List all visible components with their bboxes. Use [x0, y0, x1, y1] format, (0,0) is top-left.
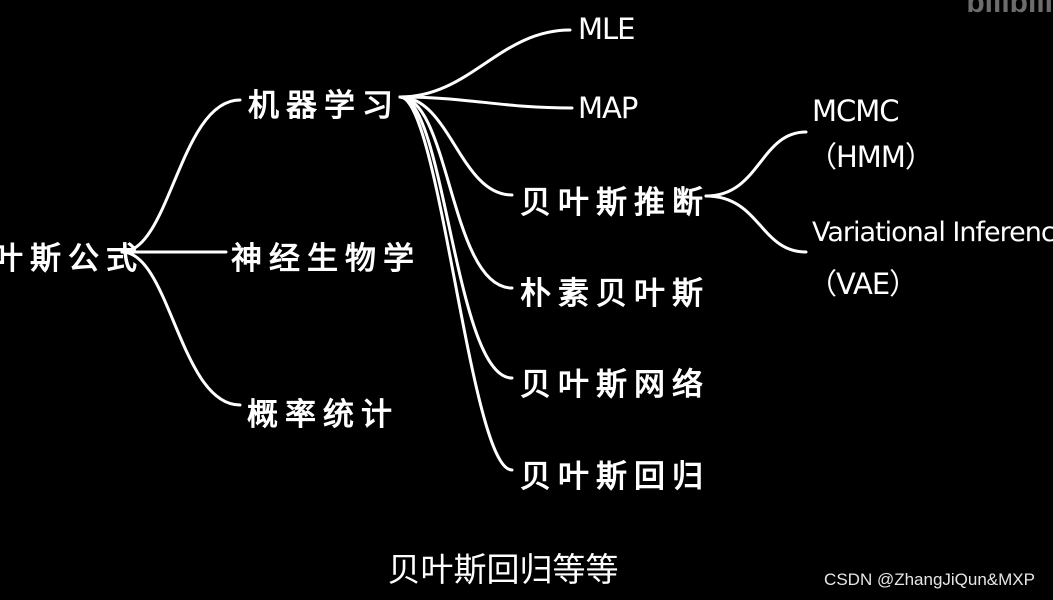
- node-neurobiology-label: 神经生物学: [231, 241, 421, 277]
- node-map: MAP: [578, 91, 638, 125]
- connector-root-ml: [120, 98, 242, 254]
- node-mle: MLE: [578, 12, 636, 46]
- connector-ml-inference: [398, 95, 514, 197]
- connector-inference-mcmc: [704, 130, 808, 198]
- connector-root-stats: [120, 250, 242, 407]
- connector-ml-regression: [398, 95, 514, 472]
- root-node-label: 叶斯公式: [0, 241, 144, 277]
- node-mcmc: MCMC: [812, 94, 900, 128]
- node-mle-label: MLE: [578, 12, 636, 46]
- video-subtitle: 贝叶斯回归等等: [387, 550, 619, 589]
- connector-ml-mle: [398, 28, 572, 99]
- node-probability-statistics: 概率统计: [247, 389, 399, 434]
- node-vae: （VAE）: [808, 261, 918, 303]
- node-variational-inference-label: Variational Inference: [812, 217, 1053, 248]
- node-map-label: MAP: [578, 91, 638, 125]
- node-naive-bayes: 朴素贝叶斯: [520, 268, 710, 313]
- logo-text: bilibili: [966, 0, 1053, 19]
- connector-ml-naive: [398, 95, 514, 290]
- node-bayesian-regression-label: 贝叶斯回归: [520, 459, 710, 495]
- connector-inference-vi: [704, 194, 808, 254]
- node-probability-statistics-label: 概率统计: [247, 397, 399, 433]
- node-machine-learning: 机器学习: [248, 80, 400, 125]
- node-variational-inference: Variational Inference: [812, 217, 1053, 248]
- node-hmm-label: （HMM）: [808, 140, 934, 174]
- connector-ml-map: [398, 95, 574, 110]
- node-bayesian-regression: 贝叶斯回归: [520, 451, 710, 496]
- connector-ml-network: [398, 95, 514, 380]
- node-bayesian-network-label: 贝叶斯网络: [520, 367, 710, 403]
- node-naive-bayes-label: 朴素贝叶斯: [520, 276, 710, 312]
- node-machine-learning-label: 机器学习: [248, 88, 400, 124]
- watermark: CSDN @ZhangJiQun&MXP: [824, 570, 1035, 589]
- root-node: 叶斯公式: [0, 233, 144, 278]
- node-hmm: （HMM）: [808, 134, 934, 176]
- node-bayesian-inference: 贝叶斯推断: [520, 177, 710, 222]
- node-vae-label: （VAE）: [808, 267, 918, 301]
- top-right-logo: bilibili: [966, 0, 1053, 20]
- node-bayesian-network: 贝叶斯网络: [520, 359, 710, 404]
- node-bayesian-inference-label: 贝叶斯推断: [520, 185, 710, 221]
- node-mcmc-label: MCMC: [812, 94, 900, 128]
- node-neurobiology: 神经生物学: [231, 233, 421, 278]
